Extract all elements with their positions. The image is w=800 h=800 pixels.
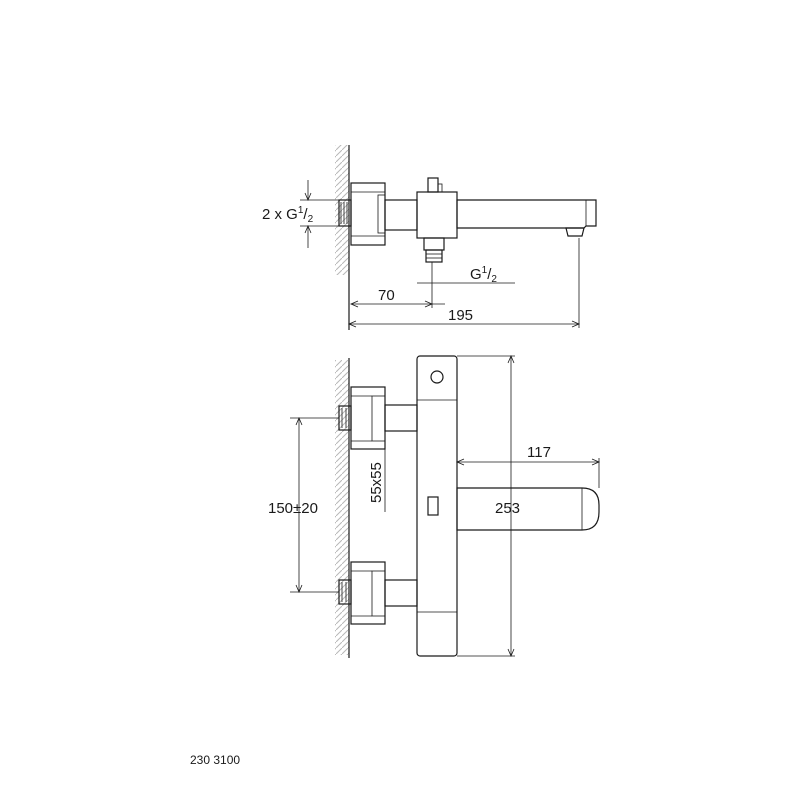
front-view: 150±20 55x55 117 253 <box>268 354 601 658</box>
dim-outlet-thread: G1/2 <box>470 265 497 285</box>
spout-top <box>456 199 597 229</box>
display-slot <box>427 496 439 516</box>
bottom-outlet <box>423 237 445 251</box>
dim-253: 253 <box>495 500 520 517</box>
thread-lines-top <box>340 202 348 224</box>
pipe-top <box>384 199 418 231</box>
wall-hatch-front <box>335 360 349 655</box>
connector-inner-top <box>377 194 386 234</box>
top-knob <box>427 177 439 193</box>
dim-195: 195 <box>448 307 473 324</box>
dim-55: 55x55 <box>368 462 385 503</box>
pipe-lower <box>384 579 418 607</box>
top-view: 2 x G1/2 G1/2 70 195 <box>262 145 597 330</box>
product-code: 230 3100 <box>190 753 241 767</box>
pipe-upper <box>384 404 418 432</box>
wall-hatch-top <box>335 145 349 275</box>
mixer-body-top <box>416 191 458 239</box>
mixer-body-front <box>416 355 458 657</box>
knob-indicator <box>430 370 444 384</box>
dim-70: 70 <box>378 287 395 304</box>
spout-tip <box>565 227 585 237</box>
dim-117: 117 <box>527 444 551 461</box>
spout-front <box>456 487 600 531</box>
bottom-thread <box>425 249 443 263</box>
dim-connection-thread: 2 x G1/2 <box>262 205 314 225</box>
dim-150: 150±20 <box>268 500 318 517</box>
